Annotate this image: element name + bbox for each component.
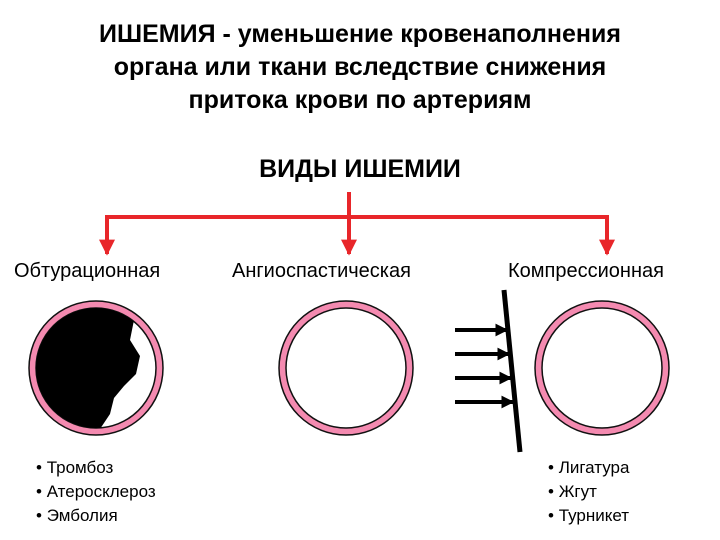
obturation-causes-list: Тромбоз Атеросклероз Эмболия bbox=[36, 456, 156, 528]
list-item: Лигатура bbox=[548, 456, 630, 480]
compression-plate bbox=[501, 289, 523, 453]
title-line-3: притока крови по артериям bbox=[188, 86, 532, 114]
vessel-angiospastic bbox=[278, 300, 414, 436]
vessel-obturated bbox=[28, 300, 164, 436]
page-title: ИШЕМИЯ - уменьшение кровенаполнения орга… bbox=[30, 18, 690, 117]
title-line-2: органа или ткани вследствие снижения bbox=[113, 53, 607, 81]
branch-connector bbox=[99, 192, 615, 256]
type-label-compression: Компрессионная bbox=[508, 260, 664, 282]
list-item: Эмболия bbox=[36, 504, 156, 528]
thrombus-occlusion bbox=[36, 308, 140, 428]
compression-causes-list: Лигатура Жгут Турникет bbox=[548, 456, 630, 528]
list-item: Турникет bbox=[548, 504, 629, 528]
type-label-angiospasm: Ангиоспастическая bbox=[232, 260, 411, 282]
list-item: Жгут bbox=[548, 480, 629, 504]
types-heading: ВИДЫ ИШЕМИИ bbox=[259, 155, 461, 183]
list-item: Тромбоз bbox=[36, 456, 156, 480]
title-line-1: ИШЕМИЯ - уменьшение кровенаполнения bbox=[99, 20, 621, 48]
list-item: Атеросклероз bbox=[36, 480, 156, 504]
compression-arrows bbox=[455, 323, 515, 409]
type-label-obturation: Обтурационная bbox=[14, 260, 161, 282]
vessel-compressed bbox=[534, 300, 670, 436]
